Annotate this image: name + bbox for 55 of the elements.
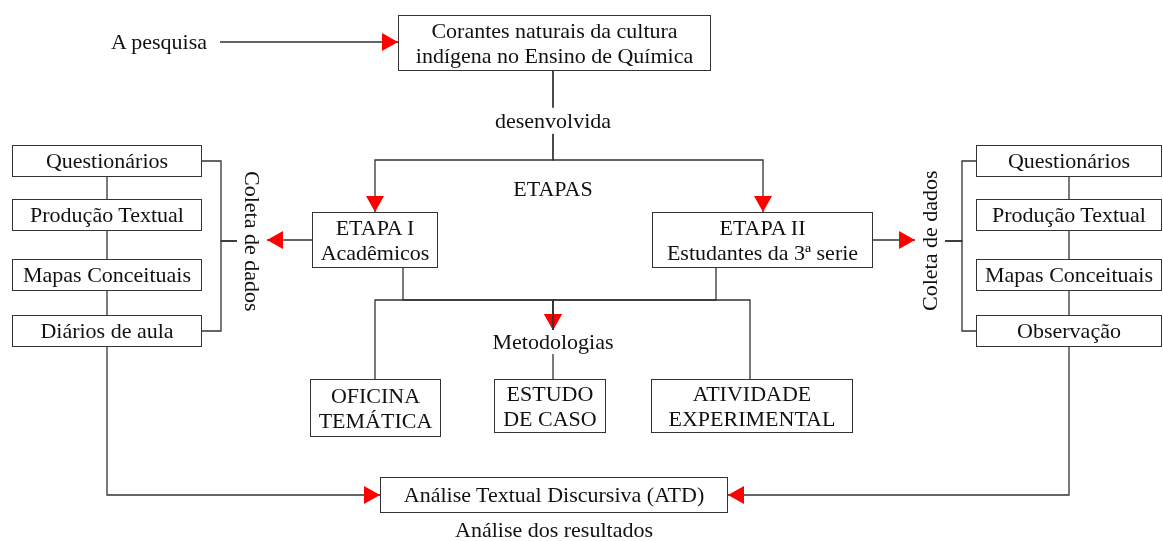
box-text: Acadêmicos: [320, 240, 430, 266]
connector-line: [1068, 176, 1070, 200]
text-label: Metodologias: [493, 330, 613, 354]
process-box: [494, 379, 606, 433]
process-box: [310, 379, 441, 437]
connector-line: [944, 240, 977, 332]
box-text: ESTUDO DE CASO: [502, 380, 598, 432]
process-box: [652, 212, 873, 268]
box-text: Produção Textual: [30, 202, 184, 228]
box-text: Mapas Conceituais: [23, 262, 191, 288]
box-text: Diários de aula: [40, 318, 174, 344]
text-label: Coleta de dados: [915, 160, 945, 322]
process-box: [976, 315, 1162, 347]
process-box: [312, 212, 438, 268]
connector-line: [552, 70, 772, 213]
connector-line: [106, 230, 108, 260]
process-box: [12, 199, 202, 231]
process-box: [12, 259, 202, 291]
connector-line: [266, 231, 313, 249]
box-text: ATIVIDADE EXPERIMENTAL: [667, 380, 837, 432]
box-text: Mapas Conceituais: [985, 262, 1153, 288]
process-box: [12, 145, 202, 177]
box-text: ETAPA I: [335, 214, 415, 240]
process-box: [380, 477, 728, 513]
connector-line: [106, 290, 108, 316]
process-box: [976, 259, 1162, 291]
text-label: A pesquisa: [98, 28, 220, 56]
connector-line: [872, 231, 916, 249]
connector-line: [201, 240, 238, 332]
process-box: [12, 315, 202, 347]
box-text: Produção Textual: [992, 202, 1146, 228]
connector-line: [374, 299, 554, 380]
box-text: OFICINA TEMÁTICA: [317, 382, 434, 434]
connector-line: [727, 346, 1070, 504]
box-text: Análise Textual Discursiva (ATD): [403, 482, 705, 508]
caption-text: Análise dos resultados: [454, 517, 654, 541]
box-text: Estudantes da 3ª serie: [666, 240, 859, 266]
process-box: [651, 379, 853, 433]
box-text: Questionários: [45, 148, 169, 174]
connector-line: [552, 299, 751, 380]
box-text: ETAPA II: [719, 214, 806, 240]
connector-line: [1068, 230, 1070, 260]
connector-line: [552, 353, 554, 380]
process-box: [398, 15, 711, 71]
box-text: Corantes naturais da cultura indígena no Ensino de Química: [414, 17, 695, 69]
connector-line: [106, 176, 108, 200]
connector-line: [219, 33, 399, 51]
text-label: Coleta de dados: [237, 160, 267, 322]
process-box: [976, 199, 1162, 231]
connector-line: [1068, 290, 1070, 316]
process-box: [976, 145, 1162, 177]
connector-line: [106, 346, 381, 504]
section-label: ETAPAS: [512, 176, 594, 203]
box-text: Observação: [1017, 318, 1121, 344]
box-text: Questionários: [1007, 148, 1131, 174]
